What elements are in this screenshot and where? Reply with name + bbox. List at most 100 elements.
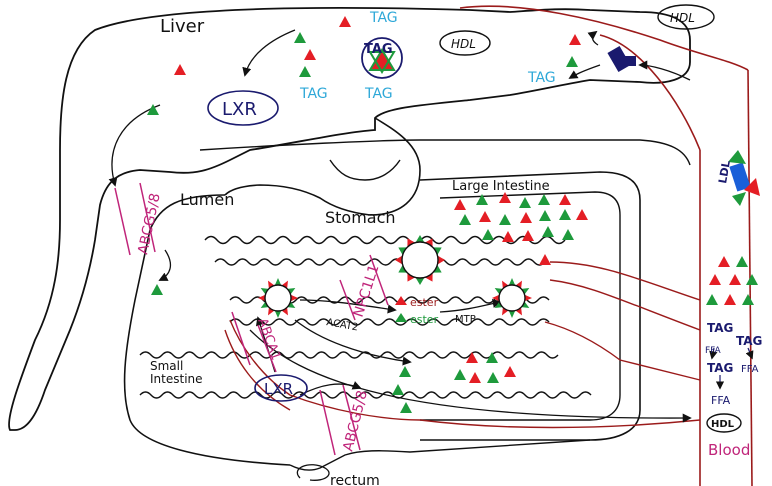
cholesterol-triangle-20 (539, 210, 551, 221)
lxr-oval-liver: LXR (207, 90, 279, 126)
cholesterol-triangle-38 (718, 256, 730, 267)
small-intestine-wave-4 (229, 318, 550, 326)
abcg58-label-top: ABCG5/8 (135, 192, 164, 256)
cholesterol-triangle-27 (562, 229, 574, 240)
liver-tag-2: TAG (299, 86, 328, 102)
ester-label-1: ester (410, 296, 439, 309)
cholesterol-triangle-28 (539, 254, 551, 265)
blood-vessel-branch-4 (419, 419, 701, 429)
cholesterol-triangle-6 (147, 104, 159, 115)
arrow-blood-to-receptor (638, 60, 691, 81)
arrow-mtp (439, 298, 502, 313)
rectum-loop (296, 464, 330, 481)
cholesterol-triangle-8 (566, 56, 578, 67)
small-intestine-wave-5 (139, 351, 559, 359)
blood-vessel-branch-3 (544, 321, 701, 381)
cholesterol-triangle-9 (151, 284, 163, 295)
cholesterol-triangle-42 (746, 274, 758, 285)
abca1-label: ABCA1 (254, 316, 283, 362)
gut-outer-left (123, 194, 291, 466)
cholesterol-triangle-1 (294, 32, 306, 43)
cholesterol-triangle-3 (299, 66, 311, 77)
large-intestine-frame-top (199, 139, 691, 166)
cholesterol-triangle-18 (499, 214, 511, 225)
ester-triangle-red (395, 296, 407, 305)
hdl-oval-liver: HDL (439, 30, 491, 56)
ldl-receptor-top (607, 45, 636, 73)
cholesterol-triangle-25 (522, 230, 534, 241)
blood-label: Blood (708, 441, 750, 459)
arrow-acat2 (299, 299, 397, 314)
blood-vessel-top (459, 5, 749, 71)
npc1l1-label: NPC1L1 (351, 263, 383, 320)
small-intestine-wave-2 (214, 258, 546, 266)
lxr-oval-intestine: LXR (254, 374, 308, 402)
cholesterol-triangle-41 (729, 274, 741, 285)
blood-vessel-branch-6 (224, 329, 291, 411)
cholesterol-triangle-45 (742, 294, 754, 305)
hdl-label-blood: HDL (711, 419, 735, 430)
liver-tag-3: TAG (364, 86, 393, 102)
arrow-tag-ffa-2 (745, 347, 754, 360)
micelle-3 (492, 278, 532, 318)
hdl-label-top-right: HDL (670, 11, 695, 25)
cholesterol-triangle-19 (520, 212, 532, 223)
cholesterol-triangle-44 (724, 294, 736, 305)
small-intestine-label-2: Intestine (150, 372, 203, 386)
hdl-oval-top-right: HDL (657, 4, 715, 30)
liver-tag-droplet: TAG (361, 37, 403, 79)
ldl-label: LDL (716, 159, 733, 184)
blood-ffa-3: FFA (711, 394, 731, 407)
liver-tag-1: TAG (369, 10, 398, 26)
stomach-outline-inner (329, 159, 401, 181)
cholesterol-triangle-43 (706, 294, 718, 305)
cholesterol-triangle-11 (476, 194, 488, 205)
stomach-outline (224, 117, 421, 216)
cholesterol-triangle-34 (504, 366, 516, 377)
arrow-liver-to-lxr (242, 29, 296, 77)
cholesterol-triangle-35 (399, 366, 411, 377)
cholesterol-triangle-15 (559, 194, 571, 205)
abcg58-label-bottom: ABCG5/8 (340, 389, 371, 453)
cholesterol-triangle-39 (736, 256, 748, 267)
ldl-particle: LDL (716, 150, 760, 206)
large-intestine-inner (420, 191, 621, 421)
lumen-label: Lumen (180, 190, 234, 209)
cholesterol-triangle-23 (482, 229, 494, 240)
cholesterol-triangle-13 (519, 197, 531, 208)
arrow-hdl-to-tag (568, 64, 601, 79)
cholesterol-triangle-21 (559, 209, 571, 220)
arrow-small-to-abcg58-bottom (299, 381, 362, 396)
blood-vessel-branch-2 (549, 279, 701, 331)
micelles-group (258, 235, 532, 318)
rectum-outline (289, 439, 591, 471)
cholesterol-triangle-4 (339, 16, 351, 27)
large-intestine-label: Large Intestine (452, 179, 550, 194)
cholesterol-triangle-37 (400, 402, 412, 413)
mtp-label: MTP (455, 314, 476, 325)
blood-tag-2: TAG (736, 334, 762, 348)
blood-vessel-branch-5 (229, 319, 421, 421)
cholesterol-triangle-40 (709, 274, 721, 285)
stomach-label: Stomach (325, 208, 396, 227)
arrow-receptor-to-liver (587, 30, 599, 46)
cholesterol-triangle-33 (487, 372, 499, 383)
ester-triangle-green (395, 313, 407, 322)
cholesterol-triangle-32 (469, 372, 481, 383)
cholesterol-triangle-10 (454, 199, 466, 210)
cholesterol-triangle-22 (576, 209, 588, 220)
liver-tag-droplet-label: TAG (364, 42, 393, 57)
arrow-tag-ffa-1 (709, 347, 718, 360)
cholesterol-triangle-26 (542, 226, 554, 237)
blood-tag-1: TAG (707, 321, 733, 335)
small-intestine-wave-6 (139, 391, 592, 399)
liver-outline (8, 7, 691, 431)
cholesterol-triangle-16 (459, 214, 471, 225)
arrow-abcg58-to-lumen (158, 249, 172, 281)
cholesterol-triangle-12 (499, 192, 511, 203)
micelle-2 (258, 278, 298, 318)
cholesterol-triangle-17 (479, 211, 491, 222)
cholesterol-triangle-7 (569, 34, 581, 45)
arrow-to-lxr-small (294, 319, 412, 366)
cholesterol-triangle-36 (392, 384, 404, 395)
